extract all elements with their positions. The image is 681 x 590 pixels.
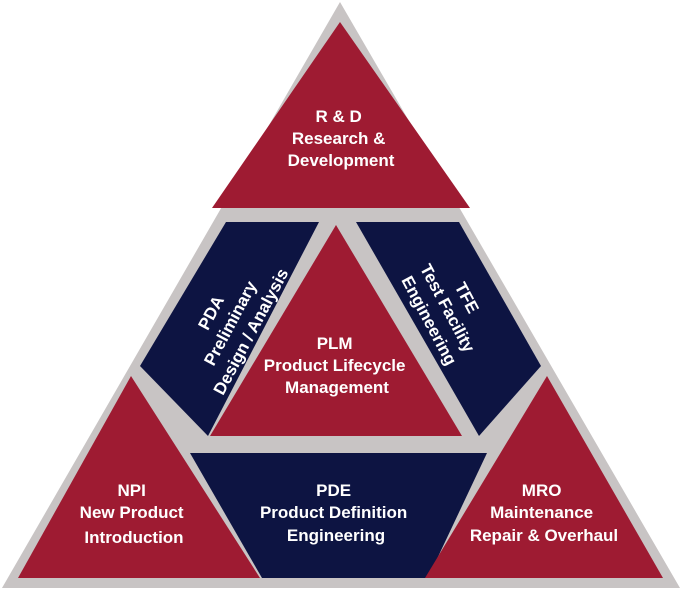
mro-label: MRO Maintenance Repair & Overhaul [470,481,618,545]
rd-line1: Research & [292,129,386,148]
pde-segment [190,453,487,578]
pde-line2: Engineering [287,526,385,545]
rd-segment [212,22,470,208]
mro-line2: Repair & Overhaul [470,526,618,545]
npi-line1: New Product [80,503,184,522]
npi-abbr: NPI [117,481,145,500]
npi-line2: Introduction [84,528,183,547]
plm-abbr: PLM [317,334,353,353]
pde-abbr: PDE [316,481,351,500]
mro-line1: Maintenance [490,503,593,522]
tfe-segment [356,222,541,436]
pde-label: PDE Product Definition Engineering [260,481,412,545]
npi-segment [18,376,260,578]
rd-label: R & D Research & Development [288,107,395,170]
plm-line1: Product Lifecycle [264,356,406,375]
pde-line1: Product Definition [260,503,407,522]
rd-line2: Development [288,151,395,170]
mro-abbr: MRO [522,481,562,500]
npi-label: NPI New Product Introduction [80,481,189,547]
plm-label: PLM Product Lifecycle Management [264,334,410,397]
rd-abbr: R & D [315,107,361,126]
pda-segment [140,222,319,436]
mro-segment [425,376,663,578]
plm-line2: Management [285,378,389,397]
plm-segment [210,225,462,436]
